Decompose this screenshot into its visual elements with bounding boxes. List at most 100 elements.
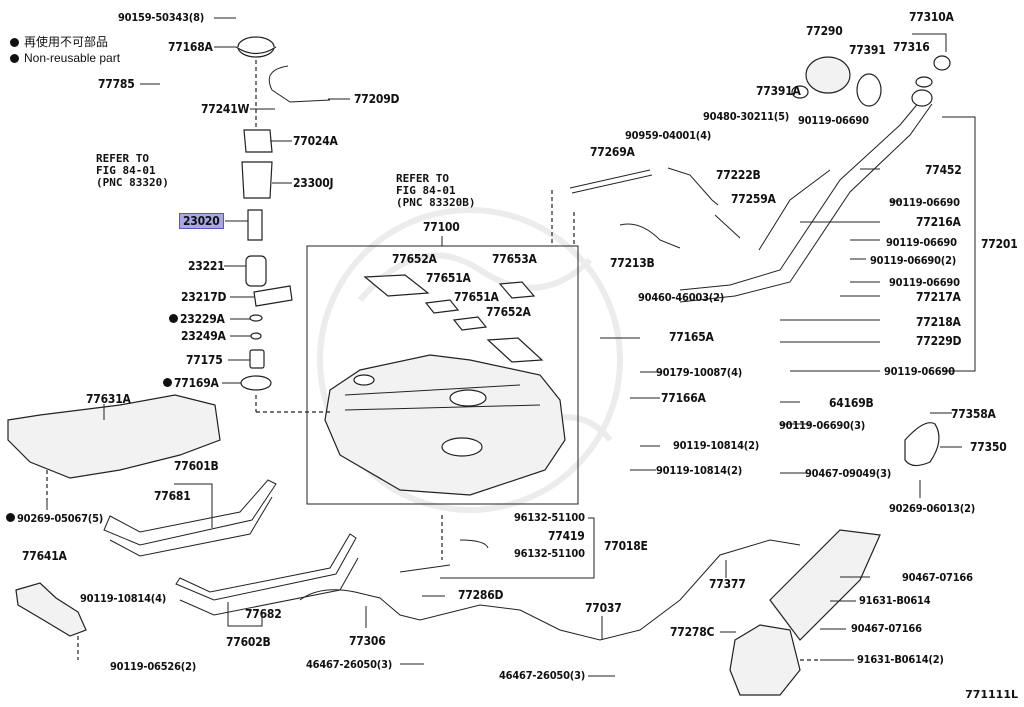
part-label[interactable]: 90119-10814(2): [656, 464, 743, 477]
part-label[interactable]: 96132-51100: [514, 547, 585, 560]
part-label[interactable]: 77651A: [426, 271, 471, 285]
part-label[interactable]: 77350: [970, 440, 1007, 454]
part-label[interactable]: 90119-10814(2): [673, 439, 760, 452]
part-label[interactable]: 77165A: [669, 330, 714, 344]
part-label[interactable]: 90119-06690: [889, 276, 960, 289]
part-label[interactable]: 90119-06690: [889, 196, 960, 209]
refer-note-83320b[interactable]: REFER TO FIG 84-01 (PNC 83320B): [396, 172, 476, 209]
part-label[interactable]: 77653A: [492, 252, 537, 266]
part-label[interactable]: 77018E: [604, 539, 648, 553]
part-label[interactable]: 77310A: [909, 10, 954, 24]
group-bracket-77602b: [227, 602, 263, 627]
part-label[interactable]: 46467-26050(3): [499, 669, 586, 682]
part-label[interactable]: 90269-05067(5): [6, 512, 103, 526]
part-label[interactable]: 77169A: [163, 376, 219, 390]
part-label[interactable]: 77681: [154, 489, 191, 503]
part-label[interactable]: 77209D: [354, 92, 400, 106]
filler-pipe-shape: [679, 89, 933, 303]
part-label[interactable]: 77601B: [174, 459, 219, 473]
part-label[interactable]: 77037: [585, 601, 622, 615]
part-label[interactable]: 77602B: [226, 635, 271, 649]
part-label[interactable]: 90467-09049(3): [805, 467, 892, 480]
part-label[interactable]: 77419: [548, 529, 585, 543]
part-label[interactable]: 96132-51100: [514, 511, 585, 524]
part-label[interactable]: 23217D: [181, 290, 227, 304]
part-label[interactable]: 90119-06690: [884, 365, 955, 378]
part-label[interactable]: 77391: [849, 43, 886, 57]
part-label[interactable]: 91631-B0614(2): [857, 653, 944, 666]
fuel-lid-shape: [904, 422, 940, 467]
part-label[interactable]: 77259A: [731, 192, 776, 206]
part-label[interactable]: 90119-06690: [798, 114, 869, 127]
part-label[interactable]: 77217A: [916, 290, 961, 304]
part-label[interactable]: 77218A: [916, 315, 961, 329]
part-label[interactable]: 77316: [893, 40, 930, 54]
part-label[interactable]: 77286D: [458, 588, 504, 602]
part-label[interactable]: 77166A: [661, 391, 706, 405]
part-label[interactable]: 23221: [188, 259, 225, 273]
part-label[interactable]: 90467-07166: [851, 622, 922, 635]
bullet-icon: [10, 38, 19, 47]
group-bracket-77201: [942, 116, 976, 372]
part-label[interactable]: 77652A: [486, 305, 531, 319]
part-label[interactable]: 77269A: [590, 145, 635, 159]
non-reusable-icon: [169, 314, 178, 323]
part-label[interactable]: 77652A: [392, 252, 437, 266]
group-bracket-77018e: [440, 517, 595, 579]
tank-pads: [363, 274, 544, 363]
part-label[interactable]: 77452: [925, 163, 962, 177]
part-label[interactable]: 23229A: [169, 312, 225, 326]
legend-item-non-reusable-jp: 再使用不可部品: [10, 34, 120, 50]
part-label[interactable]: 46467-26050(3): [306, 658, 393, 671]
part-label[interactable]: 77785: [98, 77, 135, 91]
part-label[interactable]: 23300J: [293, 176, 334, 190]
part-label[interactable]: 90119-06690(3): [779, 419, 866, 432]
part-label[interactable]: 77631A: [86, 392, 131, 406]
group-bracket-77601b: [174, 483, 213, 528]
part-label[interactable]: 90119-06526(2): [110, 660, 197, 673]
part-label-highlighted[interactable]: 23020: [179, 213, 224, 229]
bracket-77641a: [15, 582, 87, 637]
part-label[interactable]: 64169B: [829, 396, 874, 410]
part-label[interactable]: 77641A: [22, 549, 67, 563]
part-label[interactable]: 90159-50343(8): [118, 11, 205, 24]
part-label[interactable]: 77651A: [454, 290, 499, 304]
fuel-cap-shapes: [791, 55, 951, 107]
part-label[interactable]: 77213B: [610, 256, 655, 270]
part-label[interactable]: 23249A: [181, 329, 226, 343]
part-label[interactable]: 91631-B0614: [859, 594, 931, 607]
part-label[interactable]: 77391A: [756, 84, 801, 98]
cables: [299, 515, 801, 641]
part-label[interactable]: 90460-46003(2): [638, 291, 725, 304]
part-label[interactable]: 90119-10814(4): [80, 592, 167, 605]
part-label[interactable]: 90480-30211(5): [703, 110, 790, 123]
part-label[interactable]: 77278C: [670, 625, 715, 639]
refer-note-83320[interactable]: REFER TO FIG 84-01 (PNC 83320): [96, 152, 169, 189]
part-label[interactable]: 90119-06690(2): [870, 254, 957, 267]
fuel-inlet-box-shape: [729, 624, 801, 696]
legend: 再使用不可部品 Non-reusable part: [10, 34, 120, 66]
legend-item-non-reusable-en: Non-reusable part: [10, 50, 120, 66]
part-label[interactable]: 77306: [349, 634, 386, 648]
part-label[interactable]: 90959-04001(4): [625, 129, 712, 142]
part-label[interactable]: 77024A: [293, 134, 338, 148]
part-label[interactable]: 77222B: [716, 168, 761, 182]
part-label[interactable]: 77229D: [916, 334, 962, 348]
part-label[interactable]: 77175: [186, 353, 223, 367]
part-label[interactable]: 77241W: [201, 102, 250, 116]
part-label[interactable]: 77358A: [951, 407, 996, 421]
part-label[interactable]: 77682: [245, 607, 282, 621]
part-label[interactable]: 77377: [709, 577, 746, 591]
part-label[interactable]: 77201: [981, 237, 1018, 251]
non-reusable-icon: [6, 513, 15, 522]
part-label[interactable]: 77216A: [916, 215, 961, 229]
non-reusable-icon: [163, 378, 172, 387]
part-label[interactable]: 90269-06013(2): [889, 502, 976, 515]
part-label[interactable]: 77290: [806, 24, 843, 38]
part-label[interactable]: 77168A: [168, 40, 213, 54]
part-label[interactable]: 77100: [423, 220, 460, 234]
part-label[interactable]: 90119-06690: [886, 236, 957, 249]
part-label[interactable]: 90179-10087(4): [656, 366, 743, 379]
part-label[interactable]: 90467-07166: [902, 571, 973, 584]
